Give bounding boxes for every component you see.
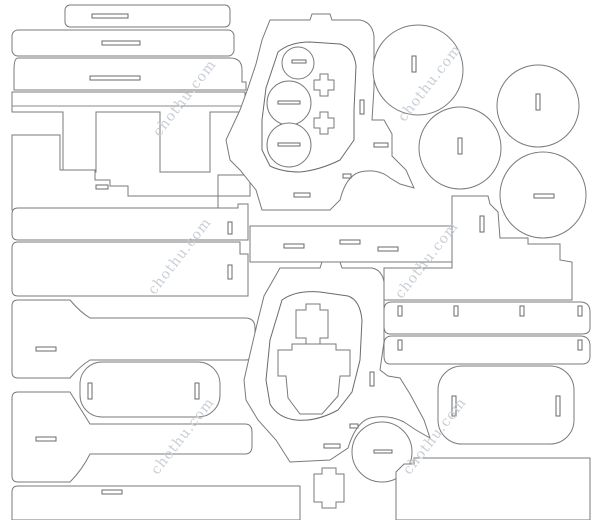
frame-slot-notch	[342, 173, 352, 179]
right-panel-upper-slot-3	[519, 305, 525, 317]
handle-panel	[11, 299, 256, 379]
slot-plate-hole-left	[87, 382, 93, 400]
strip-3	[13, 57, 247, 91]
lower-frame-slot-2	[323, 443, 341, 449]
right-panel-lower-slot-1	[397, 339, 403, 351]
lower-frame-slot-3	[349, 423, 359, 429]
cross-tab-top	[313, 73, 335, 97]
slot-plate	[79, 361, 221, 418]
lower-panel	[11, 391, 253, 483]
wheel-large	[372, 24, 464, 116]
frame-slot-right	[373, 142, 389, 148]
strip-1	[64, 4, 231, 28]
right-bracket	[383, 195, 573, 301]
cross-cutout-lower	[295, 303, 329, 345]
connector-tab	[313, 467, 345, 509]
right-panel-upper-slot-2	[453, 305, 459, 317]
strip-2-slot	[101, 40, 141, 46]
right-panel-lower	[383, 335, 591, 365]
strip-4-slot	[227, 221, 233, 235]
gear-circle-bottom-slot	[277, 142, 301, 147]
gear-circle-top-slot	[291, 59, 307, 64]
wheel-right-bottom-slot	[533, 193, 555, 199]
stepped-piece-slot	[95, 184, 109, 190]
strip-5	[11, 241, 249, 297]
handle-panel-slot	[35, 346, 57, 352]
right-panel-upper-slot-4	[577, 305, 583, 317]
strip-4	[11, 203, 249, 241]
bottom-right-panel	[395, 457, 591, 520]
rounded-plate	[437, 365, 575, 445]
frame-slot-low	[293, 192, 311, 198]
frame-slot-side	[359, 99, 365, 115]
right-panel-upper-slot-1	[397, 305, 403, 317]
body-cutout-lower	[277, 343, 351, 415]
strip-3-slot	[89, 75, 141, 81]
strip-5-slot	[227, 264, 233, 280]
lower-frame-slot-1	[369, 371, 375, 387]
lower-panel-slot	[35, 436, 57, 442]
wheel-middle-slot	[457, 137, 463, 155]
stepped-piece	[11, 134, 251, 211]
wheel-large-slot	[411, 55, 417, 73]
middle-bar-slot-2	[339, 239, 361, 245]
middle-bar-slot-1	[283, 243, 305, 249]
right-panel-upper	[383, 301, 591, 335]
bottom-strip	[11, 485, 301, 520]
rounded-plate-slot-right	[555, 395, 561, 417]
right-bracket-slot	[479, 215, 485, 233]
bottom-strip-slot	[101, 489, 123, 495]
rounded-plate-slot-left	[451, 395, 457, 417]
middle-bar-slot-3	[377, 246, 399, 252]
slot-plate-hole-right	[194, 382, 200, 400]
gear-circle-lower-slot	[373, 449, 393, 454]
right-panel-lower-slot-2	[577, 339, 583, 351]
cross-tab-bottom	[313, 111, 335, 135]
gear-circle-middle-slot	[277, 100, 301, 105]
wheel-right-top-slot	[535, 93, 541, 111]
strip-1-slot	[91, 13, 129, 19]
